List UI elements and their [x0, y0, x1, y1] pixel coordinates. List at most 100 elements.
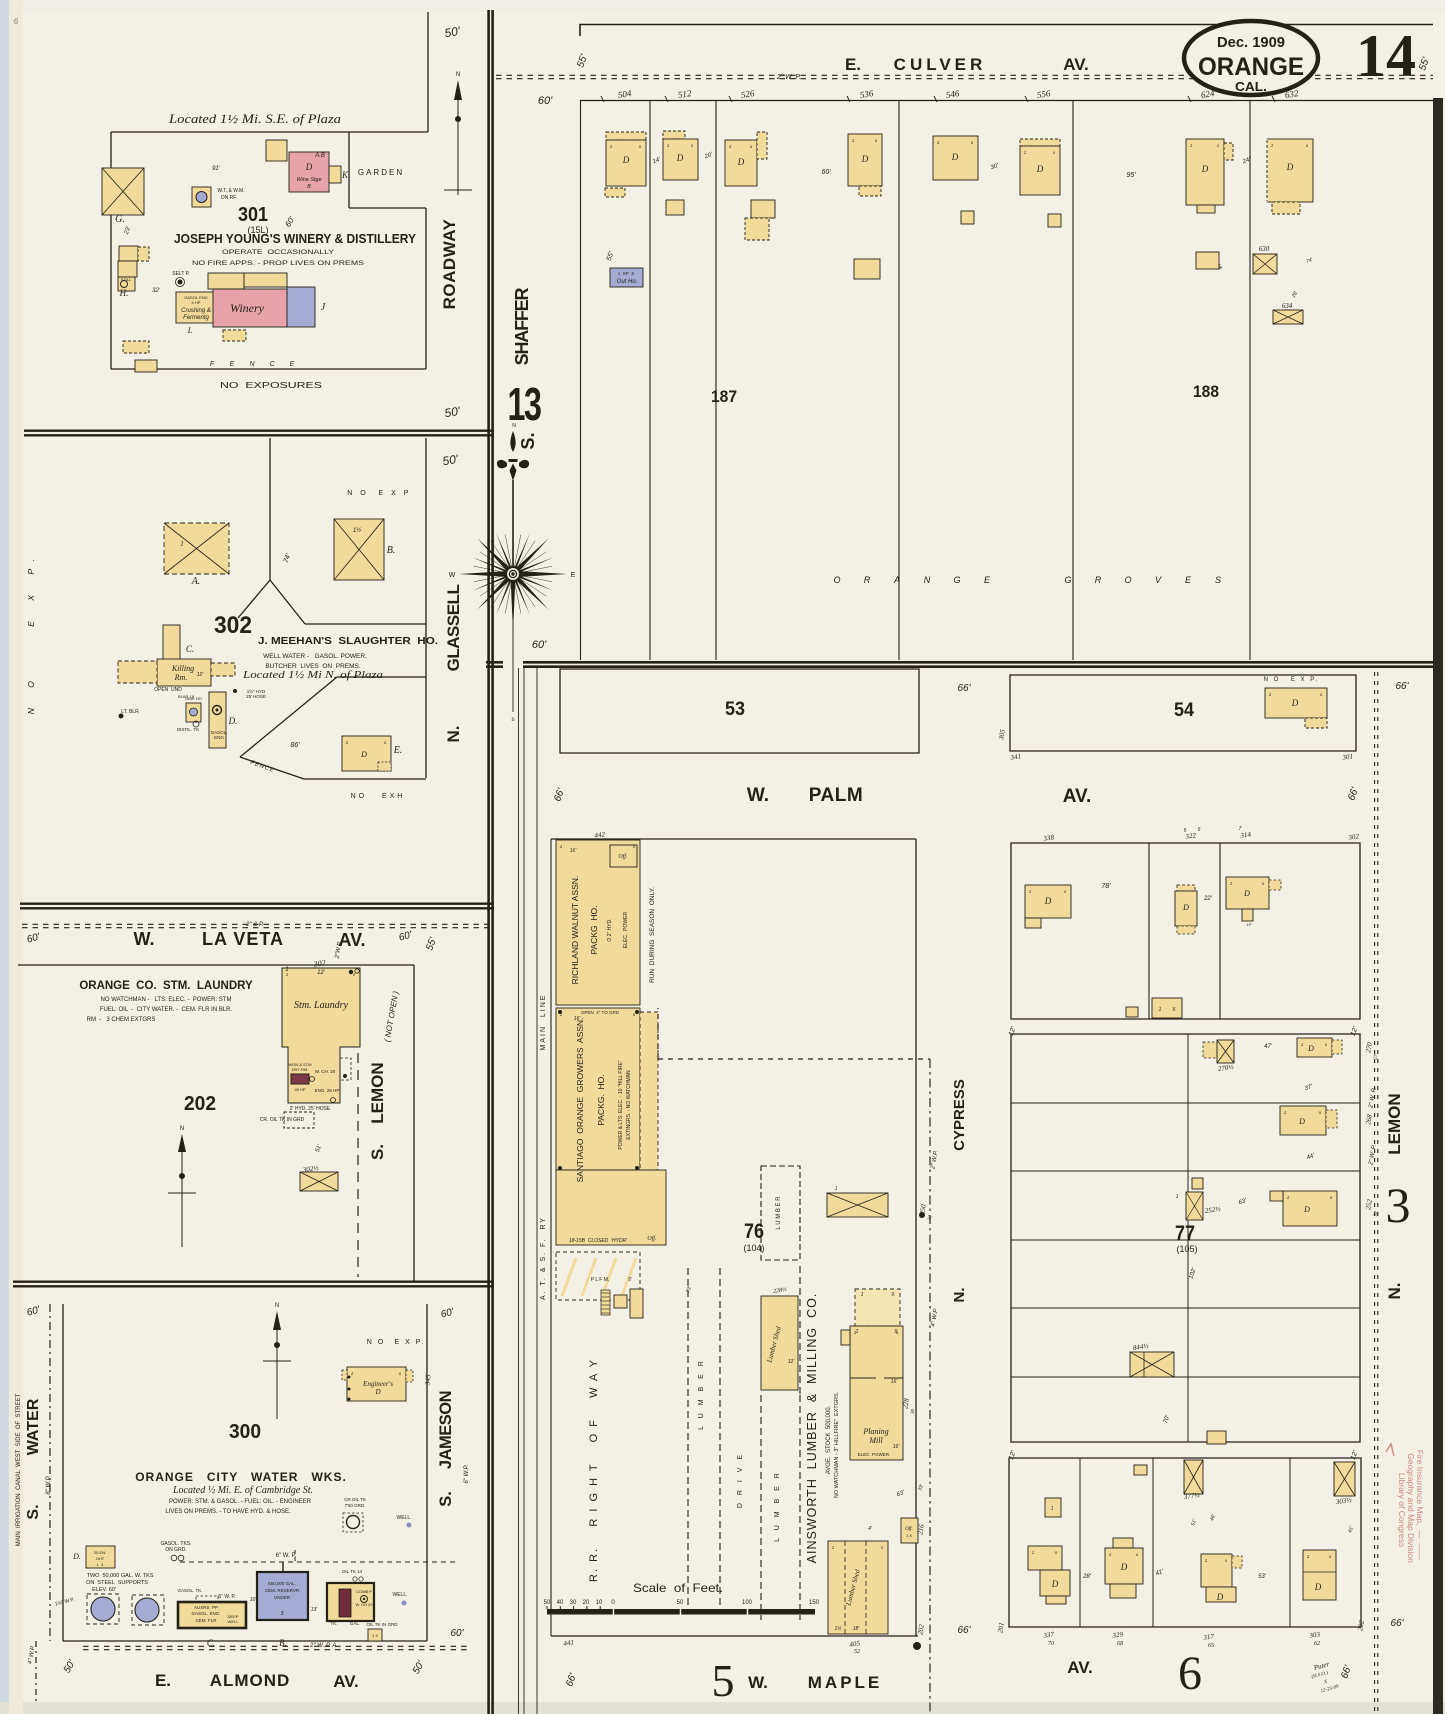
svg-text:60': 60'	[821, 169, 831, 176]
svg-text:GASOL. ENG.: GASOL. ENG.	[191, 1611, 220, 1616]
svg-text:4" W.P: 4" W.P	[930, 1308, 939, 1327]
svg-text:44': 44'	[1306, 1153, 1316, 1162]
svg-text:12': 12'	[317, 970, 326, 976]
svg-text:x: x	[353, 972, 356, 977]
svg-text:Located 1½ Mi N. of Plaza: Located 1½ Mi N. of Plaza	[242, 669, 384, 681]
svg-text:D: D	[1307, 1044, 1314, 1053]
svg-text:3: 3	[1386, 1177, 1411, 1233]
svg-text:13': 13'	[311, 1607, 319, 1613]
svg-text:12': 12'	[788, 1359, 796, 1365]
svg-text:1: 1	[1269, 692, 1272, 697]
svg-text:1 X: 1 X	[372, 1633, 378, 1638]
svg-text:R: R	[864, 575, 871, 585]
svg-text:1: 1	[180, 540, 184, 548]
svg-text:Killing: Killing	[171, 664, 194, 673]
svg-text:Fermentg: Fermentg	[183, 315, 209, 321]
svg-text:WELL: WELL	[228, 1619, 240, 1624]
svg-text:E: E	[1185, 575, 1192, 585]
svg-text:Off.: Off.	[618, 853, 627, 860]
svg-text:W. CH. 20: W. CH. 20	[315, 1069, 336, 1074]
svg-text:51': 51'	[1190, 1518, 1198, 1527]
svg-text:22': 22'	[1203, 896, 1213, 902]
svg-text:47': 47'	[1264, 1044, 1273, 1050]
svg-text:D: D	[1291, 698, 1299, 708]
svg-text:G: G	[1064, 575, 1071, 585]
svg-text:202: 202	[1356, 1619, 1366, 1631]
svg-text:N O: N O	[347, 490, 368, 497]
svg-text:18': 18'	[853, 1626, 861, 1632]
svg-text:SELT P.: SELT P.	[172, 271, 190, 277]
svg-text:AVGE. STOCK 500,000.: AVGE. STOCK 500,000.	[826, 1405, 832, 1474]
svg-text:MAIN LINE: MAIN LINE	[540, 994, 547, 1051]
svg-text:PACKG HO.: PACKG HO.	[589, 906, 599, 955]
svg-text:650,000 GAL.: 650,000 GAL.	[268, 1581, 296, 1586]
svg-text:D: D	[1036, 164, 1044, 174]
svg-text:1: 1	[835, 1186, 838, 1192]
svg-text:60': 60'	[398, 929, 414, 943]
svg-text:41': 41'	[1155, 1569, 1165, 1578]
svg-text:ELEV. 60': ELEV. 60'	[92, 1587, 116, 1593]
svg-text:68: 68	[1117, 1641, 1123, 1647]
svg-text:STILL: STILL	[121, 277, 132, 282]
svg-text:442: 442	[594, 830, 606, 839]
svg-text:53': 53'	[1258, 1574, 1267, 1580]
svg-text:Mill: Mill	[868, 1436, 883, 1445]
svg-text:54: 54	[1174, 700, 1194, 721]
svg-text:66': 66'	[1339, 1663, 1354, 1680]
svg-text:300: 300	[229, 1421, 261, 1443]
svg-text:E X P: E X P	[379, 490, 412, 497]
svg-text:1: 1	[852, 138, 855, 143]
svg-text:(105): (105)	[1176, 1244, 1197, 1254]
svg-text:x: x	[1136, 1552, 1139, 1557]
svg-text:322: 322	[1184, 831, 1197, 841]
svg-text:55': 55'	[575, 52, 590, 69]
svg-text:S: S	[1215, 575, 1221, 585]
svg-text:7'50 GRD.: 7'50 GRD.	[345, 1503, 366, 1508]
svg-text:Off.: Off.	[647, 1235, 656, 1242]
svg-text:RICHLAND WALNUT ASSN.: RICHLAND WALNUT ASSN.	[570, 876, 580, 985]
svg-text:202: 202	[184, 1093, 216, 1115]
svg-text:20 EN.: 20 EN.	[94, 1550, 106, 1555]
svg-text:338: 338	[1042, 833, 1055, 843]
svg-text:8" W.P.: 8" W.P.	[46, 1475, 52, 1494]
svg-text:D: D	[305, 162, 313, 172]
svg-text:x: x	[1306, 143, 1309, 148]
svg-text:441: 441	[563, 1638, 575, 1647]
svg-text:66': 66'	[957, 683, 971, 694]
svg-text:10: 10	[596, 1600, 603, 1606]
svg-text:1: 1	[832, 1545, 835, 1550]
svg-text:14': 14'	[652, 157, 662, 166]
svg-text:CR OIL TK: CR OIL TK	[344, 1497, 366, 1502]
svg-text:66': 66'	[564, 1671, 579, 1688]
svg-text:B: B	[307, 184, 311, 190]
svg-text:1: 1	[346, 740, 349, 745]
svg-text:DEEP: DEEP	[228, 1614, 239, 1619]
svg-text:228: 228	[901, 1397, 911, 1409]
svg-text:Off.: Off.	[905, 1527, 913, 1532]
svg-text:A.: A.	[191, 576, 201, 587]
svg-text:P L F M.: P L F M.	[591, 1277, 610, 1283]
svg-text:GARDEN: GARDEN	[358, 168, 404, 177]
svg-text:45 HP: 45 HP	[294, 1087, 305, 1092]
svg-text:PALM: PALM	[809, 785, 863, 806]
svg-text:x: x	[750, 144, 753, 149]
svg-text:78': 78'	[1101, 883, 1111, 890]
svg-text:2' HYD. 25' HOSE: 2' HYD. 25' HOSE	[290, 1106, 331, 1112]
svg-text:AUXRS PP: AUXRS PP	[194, 1605, 218, 1610]
svg-text:D: D	[1120, 1562, 1128, 1572]
svg-text:1: 1	[856, 1329, 859, 1335]
svg-text:V: V	[1155, 575, 1162, 585]
svg-text:Located 1½ Mi. S.E. of Plaza: Located 1½ Mi. S.E. of Plaza	[168, 111, 342, 126]
svg-text:N: N	[512, 423, 516, 429]
svg-text:ELEC. POWER: ELEC. POWER	[623, 912, 629, 949]
svg-text:7: 7	[1239, 826, 1242, 832]
svg-text:70: 70	[1048, 1641, 1054, 1647]
svg-text:50': 50'	[443, 24, 462, 41]
svg-text:X: X	[1323, 1679, 1329, 1685]
svg-text:GASOL. TK.: GASOL. TK.	[178, 1588, 203, 1593]
svg-text:228½: 228½	[773, 1286, 788, 1295]
svg-text:634: 634	[1282, 302, 1293, 310]
svg-text:A.B: A.B	[314, 153, 325, 159]
svg-text:1: 1	[560, 844, 563, 849]
svg-text:x: x	[633, 1012, 636, 1017]
